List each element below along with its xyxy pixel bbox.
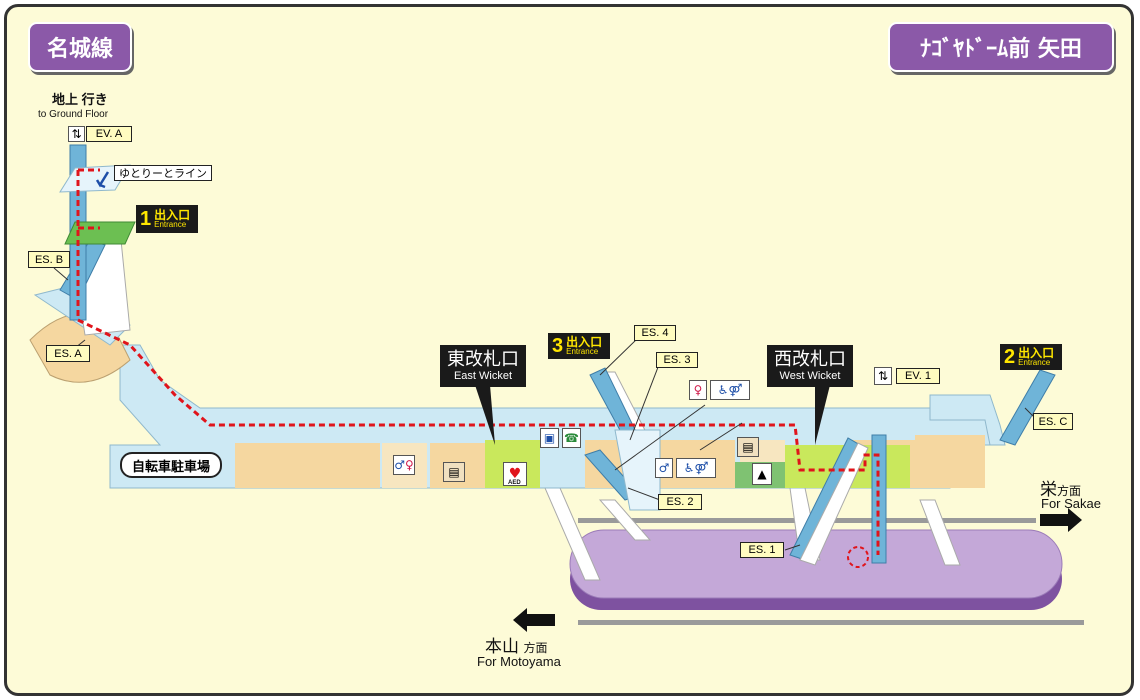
mens-restroom-icon: ♂ bbox=[655, 458, 673, 478]
east-wicket-pointer bbox=[475, 385, 495, 445]
direction-sakae-sub: 方面 bbox=[1057, 484, 1082, 498]
elevator-1-shaft bbox=[871, 434, 887, 564]
direction-motoyama-sub: 方面 bbox=[523, 641, 548, 655]
direction-sakae: 栄方面 bbox=[1040, 475, 1081, 500]
exit-3-jp: 出入口 bbox=[566, 335, 603, 349]
east-wicket-en: East Wicket bbox=[453, 369, 513, 382]
aed-label: AED bbox=[508, 480, 521, 486]
elevator-1-icon: ⇅ bbox=[874, 367, 892, 385]
tag-es-3: ES. 3 bbox=[656, 352, 698, 368]
tag-es-4: ES. 4 bbox=[634, 325, 676, 341]
station-badge: ﾅｺﾞﾔﾄﾞｰﾑ前 矢田 bbox=[888, 22, 1114, 72]
tag-es-c: ES. C bbox=[1033, 413, 1073, 430]
aed-icon: ♥ bbox=[503, 462, 527, 486]
tag-es-2: ES. 2 bbox=[658, 494, 702, 510]
down-arrow-icon bbox=[95, 171, 110, 189]
escalator-c bbox=[929, 369, 1056, 446]
multipurpose-restroom-icon: ♿⚤ bbox=[676, 458, 716, 478]
exit-1-en: Entrance bbox=[154, 220, 187, 229]
direction-sakae-en: For Sakae bbox=[1041, 496, 1101, 511]
direction-motoyama-main: 本山 bbox=[485, 637, 519, 656]
exit-2-number: 2 bbox=[1004, 345, 1016, 368]
tag-es-1: ES. 1 bbox=[740, 542, 784, 558]
information-icon: ▣ bbox=[540, 428, 559, 448]
exit-3-number: 3 bbox=[552, 334, 564, 357]
tag-yutori-line: ゆとりーとライン bbox=[114, 165, 212, 181]
direction-motoyama-en: For Motoyama bbox=[477, 654, 561, 669]
tag-ev-a: EV. A bbox=[86, 126, 132, 142]
west-wicket-label: 西改札口 West Wicket bbox=[767, 345, 853, 387]
tag-es-b: ES. B bbox=[28, 251, 70, 268]
bicycle-parking-label: 自転車駐車場 bbox=[120, 452, 222, 478]
ticket-machine-2-icon: ▤ bbox=[737, 437, 759, 457]
exit-1-number: 1 bbox=[140, 207, 152, 230]
arrow-right-icon bbox=[1040, 508, 1082, 532]
ground-floor-jp: 地上 行き bbox=[52, 92, 108, 107]
accessible-restroom-icon: ♿⚤ bbox=[710, 380, 750, 400]
ground-floor-en: to Ground Floor bbox=[38, 109, 109, 120]
escalator-3-4 bbox=[584, 367, 661, 511]
arrow-left-icon bbox=[513, 608, 555, 632]
restroom-icon: ♂♀ bbox=[393, 455, 415, 475]
tag-es-a: ES. A bbox=[46, 345, 90, 362]
phone-icon: ☎ bbox=[562, 428, 581, 448]
womens-restroom-icon: ♀ bbox=[689, 380, 707, 400]
exit-1-jp: 出入口 bbox=[154, 208, 191, 222]
west-wicket-en: West Wicket bbox=[779, 369, 841, 382]
line-badge: 名城線 bbox=[28, 22, 132, 72]
west-wicket-jp: 西改札口 bbox=[774, 349, 846, 370]
elevator-icon: ⇅ bbox=[68, 126, 85, 142]
east-wicket-label: 東改札口 East Wicket bbox=[440, 345, 526, 387]
track-motoyama bbox=[578, 620, 1084, 625]
accessible-route bbox=[76, 168, 880, 555]
direction-motoyama: 本山 方面 bbox=[485, 632, 547, 657]
ticket-machine-icon: ▤ bbox=[443, 462, 465, 482]
exit-2-jp: 出入口 bbox=[1018, 346, 1055, 360]
station-staff-icon: ▲ bbox=[752, 463, 772, 485]
exit-1-level bbox=[64, 221, 136, 245]
direction-sakae-main: 栄 bbox=[1040, 480, 1057, 499]
exit-2-en: Entrance bbox=[1018, 358, 1051, 367]
exit-3-en: Entrance bbox=[566, 347, 599, 356]
boarding-point-marker bbox=[847, 546, 869, 568]
tag-ev-1: EV. 1 bbox=[896, 368, 940, 384]
west-wicket-pointer bbox=[815, 385, 830, 445]
east-wicket-jp: 東改札口 bbox=[447, 349, 519, 370]
